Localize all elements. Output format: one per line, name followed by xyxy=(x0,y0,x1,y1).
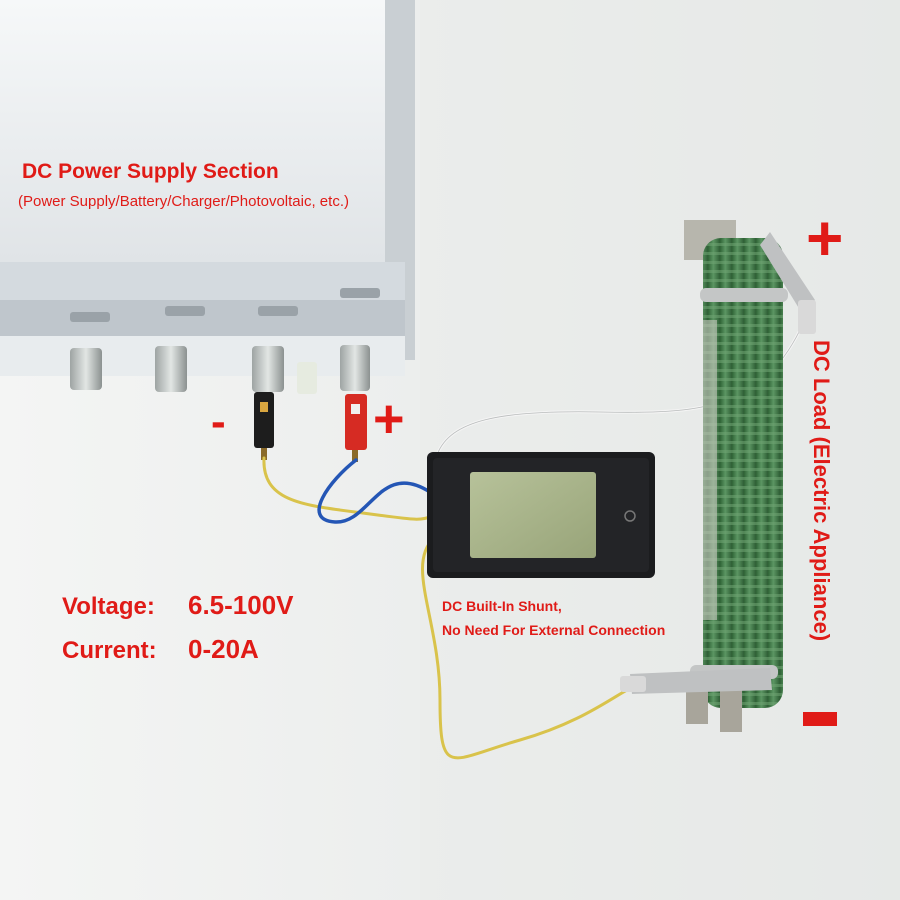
shunt-note-line2: No Need For External Connection xyxy=(442,622,666,638)
load-negative-sign xyxy=(803,712,837,726)
knob xyxy=(252,346,284,392)
alligator-clip-bottom xyxy=(620,668,772,694)
current-value: 0-20A xyxy=(188,634,259,664)
voltage-spec: Voltage: 6.5-100V xyxy=(62,590,294,621)
negative-terminal-plug xyxy=(254,392,274,460)
knob xyxy=(70,348,102,390)
knob xyxy=(340,345,370,391)
power-supply-unit xyxy=(0,0,415,394)
power-supply-positive-sign: + xyxy=(373,389,405,449)
load-positive-sign: + xyxy=(806,202,844,274)
power-supply-negative-sign: - xyxy=(211,397,226,446)
power-meter xyxy=(427,452,655,578)
current-label: Current: xyxy=(62,637,157,664)
meter-lcd-screen xyxy=(470,472,596,558)
shunt-note-line1: DC Built-In Shunt, xyxy=(442,598,562,614)
meter-button xyxy=(624,510,636,522)
knob xyxy=(155,346,187,392)
alligator-clip-top xyxy=(760,232,816,334)
voltage-value: 6.5-100V xyxy=(188,590,294,620)
voltage-label: Voltage: xyxy=(62,593,155,620)
positive-terminal-plug xyxy=(345,394,367,462)
current-spec: Current: 0-20A xyxy=(62,634,259,665)
dc-load-label: DC Load (Electric Appliance) xyxy=(809,340,834,642)
resistor-load xyxy=(684,220,788,732)
power-supply-subtitle: (Power Supply/Battery/Charger/Photovolta… xyxy=(18,193,349,210)
power-supply-title: DC Power Supply Section xyxy=(22,160,279,183)
